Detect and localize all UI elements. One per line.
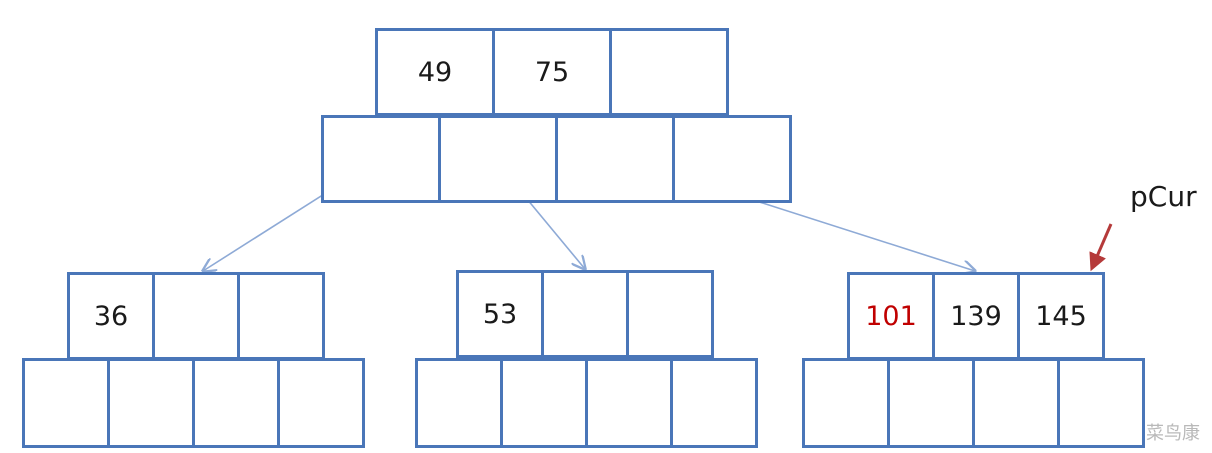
left-child-pointer-slot [107,358,195,448]
root-child-pointer-slot [555,115,675,203]
root-key-cell [609,28,729,116]
middle-child-pointer-slot [500,358,588,448]
right-child-pointer-slot [972,358,1060,448]
middle-child-pointer-slot [585,358,673,448]
middle-child-pointer-slot [670,358,758,448]
left-child-pointer-slot [22,358,110,448]
right-key-cell: 101 [847,272,935,360]
root-key-cell: 75 [492,28,612,116]
left-key-cell [237,272,325,360]
left-key-cell: 36 [67,272,155,360]
left-child-pointer-slot [192,358,280,448]
root-child-pointer-slot [321,115,441,203]
left-key-cell [152,272,240,360]
middle-key-cell [626,270,714,358]
middle-key-cell: 53 [456,270,544,358]
root-child-pointer-slot [438,115,558,203]
pcur-label: pCur [1130,180,1197,213]
root-child-pointer-slot [672,115,792,203]
middle-child-pointer-slot [415,358,503,448]
right-child-pointer-slot [1057,358,1145,448]
left-child-pointer-slot [277,358,365,448]
right-key-cell: 145 [1017,272,1105,360]
pcur-arrow [1089,223,1113,272]
right-child-pointer-slot [887,358,975,448]
root-key-cell: 49 [375,28,495,116]
right-key-cell: 139 [932,272,1020,360]
middle-key-cell [541,270,629,358]
right-child-pointer-slot [802,358,890,448]
